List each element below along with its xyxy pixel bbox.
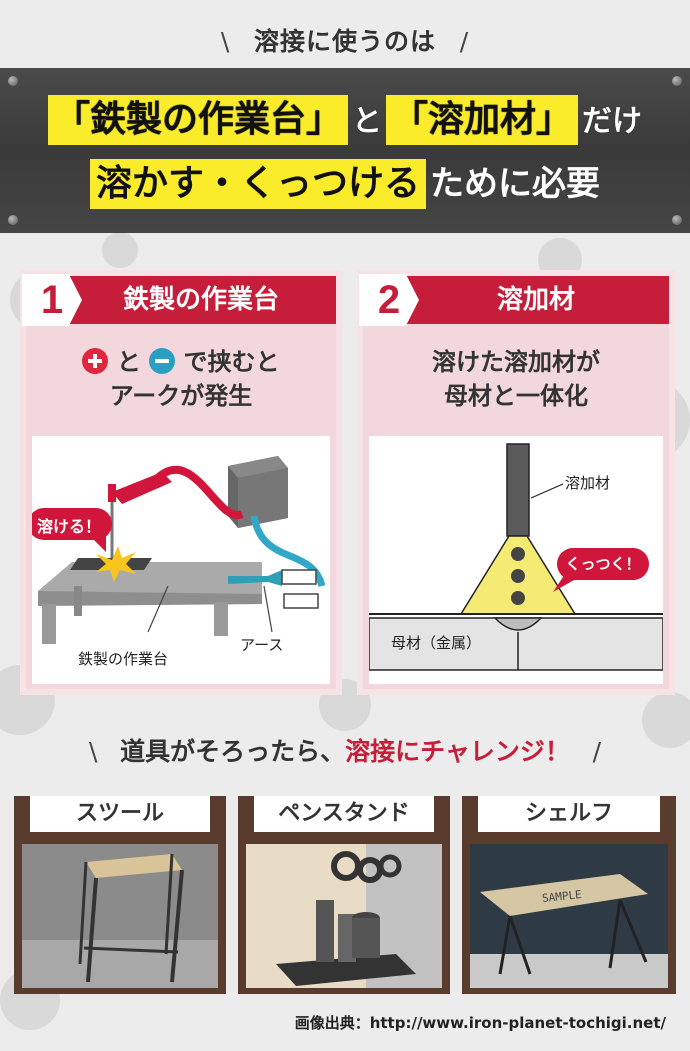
challenge-heading: \ 道具がそろったら、溶接にチャレンジ！ / (0, 732, 690, 768)
panel-1-text-a: と (116, 348, 141, 376)
label-workbench: 鉄製の作業台 (78, 650, 169, 668)
highlight-melt-join: 溶かす・くっつける (89, 159, 426, 209)
callout-join: くっつく！ (565, 555, 641, 573)
panel-1-number: 1 (22, 274, 82, 326)
rivet-icon (672, 215, 682, 225)
label-base-metal: 母材（金属） (391, 634, 482, 652)
image-credit: 画像出典：http://www.iron-planet-tochigi.net/ (294, 1014, 666, 1032)
panel-2-text-line1: 溶けた溶加材が (432, 348, 600, 376)
minus-icon (149, 348, 176, 374)
panel-1-illustration: 溶ける！ 鉄製の作業台 アース (28, 436, 330, 684)
product-card-pen-stand: ペンスタンド (238, 796, 450, 994)
product-label-pen-stand: ペンスタンド (254, 796, 434, 832)
banner-line-2: 溶かす・くっつけるために必要 (0, 156, 690, 210)
slash-right-icon: / (592, 737, 602, 766)
panel-1-text-line2: アークが発生 (109, 382, 253, 410)
panel-2-title: 溶加材 (496, 285, 575, 315)
panel-2-description: 溶けた溶加材が 母材と一体化 (363, 345, 669, 413)
panel-2-illustration: 溶加材 くっつく！ 母材（金属） (368, 436, 664, 684)
label-earth: アース (240, 636, 284, 654)
banner-dake: だけ (582, 104, 643, 139)
callout-melt: 溶ける！ (36, 517, 101, 536)
banner-purpose: ために必要 (430, 164, 600, 204)
product-card-stool: スツール (14, 796, 226, 994)
banner-to: と (352, 104, 382, 139)
panel-1-header: 鉄製の作業台 (26, 276, 336, 324)
welding-setup-diagram (28, 456, 326, 644)
panel-2-number: 2 (359, 274, 419, 326)
shelf-photo (470, 844, 668, 988)
top-heading-text: 溶接に使うのは (253, 27, 436, 56)
challenge-text-a: 道具がそろったら、 (120, 737, 346, 766)
top-heading: \ 溶接に使うのは / (0, 22, 690, 58)
product-label-stool: スツール (30, 796, 210, 832)
pen-stand-photo (246, 844, 442, 988)
challenge-text-b: 溶接にチャレンジ！ (345, 737, 570, 766)
rivet-icon (8, 215, 18, 225)
filler-metal-diagram (368, 443, 664, 671)
slash-right-icon: / (459, 27, 470, 56)
product-card-shelf: シェルフ SAMPLE (462, 796, 676, 994)
highlight-workbench: 「鉄製の作業台」 (47, 95, 348, 145)
slash-left-icon: \ (220, 27, 231, 56)
product-label-shelf: シェルフ (478, 796, 660, 832)
stool-photo (22, 844, 218, 988)
rivet-icon (8, 76, 18, 86)
panel-1-title: 鉄製の作業台 (122, 285, 279, 315)
banner-line-1: 「鉄製の作業台」と「溶加材」だけ (0, 92, 690, 148)
plus-icon (82, 348, 109, 374)
panel-2-text-line2: 母材と一体化 (444, 382, 588, 410)
highlight-filler: 「溶加材」 (386, 95, 579, 145)
label-filler: 溶加材 (565, 474, 611, 492)
panel-1-text-b: で挟むと (183, 348, 280, 376)
rivet-icon (672, 76, 682, 86)
slash-left-icon: \ (88, 737, 98, 766)
panel-1-description: と で挟むと アークが発生 (26, 345, 336, 413)
